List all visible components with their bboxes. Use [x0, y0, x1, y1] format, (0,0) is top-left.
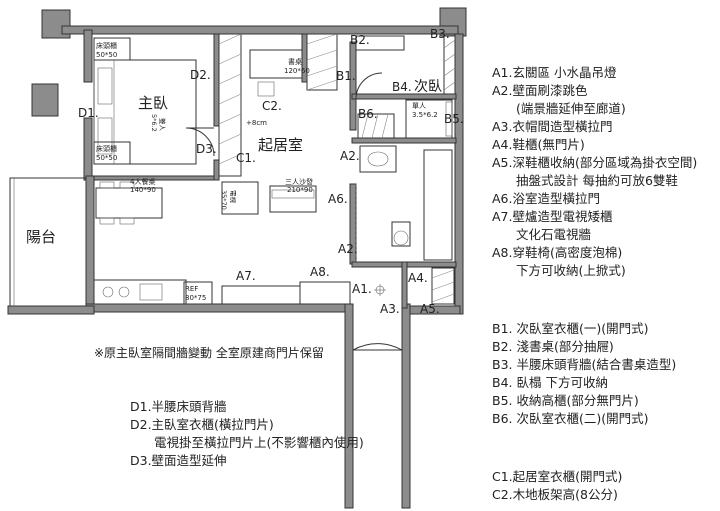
fireplace-tv-console [221, 285, 301, 305]
tag-b6: B6. [358, 107, 378, 121]
legend-d: D1.半腰床頭背牆 D2.主臥室衣櫃(橫拉門片) 電視掛至橫拉門片上(不影響櫃內… [130, 398, 364, 470]
legend-a7: A7.壁爐造型電視矮櫃 [492, 209, 613, 224]
tag-b1: B1. [336, 69, 356, 83]
tag-b3: B3. [430, 27, 450, 41]
nightstand-bottom [93, 141, 131, 165]
nightstand-top [93, 37, 131, 61]
wardrobe-b6-hatch [357, 113, 395, 139]
cabinet-b5-hatch [443, 35, 456, 95]
tag-a5: A5. [420, 302, 440, 316]
room-balcony: 陽台 [26, 228, 56, 246]
label-floor-note: +8cm [246, 119, 267, 127]
label-sofa: 三人沙發 [285, 177, 313, 186]
shallow-desk [355, 35, 405, 51]
legend-c1: C1.起居室衣櫃(開門式) [492, 469, 623, 484]
room-master: 主臥 [138, 94, 168, 112]
legend-b6: B6. 次臥室衣櫃(二)(開門式) [492, 411, 649, 426]
shoe-bench [299, 281, 351, 305]
plan-footnote: ※原主臥室隔間牆變動 全室原建商門片保留 [94, 345, 324, 360]
tag-c1: C1. [236, 151, 256, 165]
desk [249, 49, 303, 79]
balcony-outline [9, 177, 87, 307]
tag-a6: A6. [328, 192, 348, 206]
outer-walls [7, 7, 467, 509]
legend-b5: B5. 收納高櫃(部分無門片) [492, 393, 639, 408]
label-sofa-size: 210*90 [287, 186, 313, 194]
refrigerator [183, 281, 213, 305]
interior-walls [93, 33, 457, 309]
label-nightstand-top: 床頭櫃 [96, 41, 117, 50]
legend-d1: D1.半腰床頭背牆 [130, 399, 227, 414]
label-bed-master-size: 5*6.2 [150, 114, 158, 132]
label-nightstand-bottom-size: 50*50 [96, 154, 117, 162]
wardrobe-b1-hatch [306, 33, 338, 91]
label-ref-size: 80*75 [185, 294, 206, 302]
label-tv-size: 35*70 [220, 190, 228, 210]
tag-b2: B2. [350, 33, 370, 47]
label-dining-size: 140*90 [130, 186, 156, 194]
sofa [269, 185, 317, 213]
label-desk-size: 120*60 [284, 67, 310, 75]
tag-d3: D3. [196, 142, 217, 156]
label-nightstand-bottom: 床頭櫃 [96, 144, 117, 153]
legend-a7-note: 文化石電視牆 [516, 227, 592, 242]
tag-a4: A4. [408, 271, 428, 285]
legend-a8-note: 下方可收納(上掀式) [516, 263, 626, 278]
label-dining: 4人餐桌 [130, 177, 155, 186]
legend-b1: B1. 次臥室衣櫃(一)(開門式) [492, 321, 649, 336]
master-door-swing [185, 127, 215, 157]
chair [257, 81, 275, 97]
kitchen-counter [93, 279, 187, 305]
legend-d2: D2.主臥室衣櫃(橫拉門片) [130, 417, 274, 432]
shoe-cabinet-hatch [431, 267, 455, 305]
tag-c2: C2. [262, 99, 282, 113]
legend-d3: D3.壁面造型延伸 [130, 453, 227, 468]
legend-b: B1. 次臥室衣櫃(一)(開門式) B2. 淺書桌(部分抽屜) B3. 半腰床頭… [492, 320, 676, 428]
legend-a2-note: (端景牆延伸至廊道) [516, 101, 626, 116]
tag-d2: D2. [190, 68, 211, 82]
label-bed-master: 雙人 [158, 118, 167, 132]
legend-a2: A2.壁面刷漆跳色 [492, 83, 588, 98]
legend-c2: C2.木地板架高(8公分) [492, 487, 618, 502]
tag-a2-upper: A2. [340, 149, 360, 163]
tag-b5: B5. [444, 112, 464, 126]
wardrobe-d2-hatch [218, 33, 242, 177]
tag-a1: A1. [352, 282, 372, 296]
legend-a4: A4.鞋櫃(無門片) [492, 137, 585, 152]
tag-a7: A7. [236, 269, 256, 283]
tag-a8: A8. [310, 265, 330, 279]
tag-b4: B4. [392, 80, 412, 94]
legend-b4: B4. 臥榻 下方可收納 [492, 375, 608, 390]
room-second: 次臥 [414, 79, 442, 95]
legend-a5-note: 抽盤式設計 每抽約可放6雙鞋 [516, 173, 678, 188]
room-living: 起居室 [258, 136, 303, 154]
legend-a3: A3.衣帽間造型橫拉門 [492, 119, 613, 134]
legend-a6: A6.浴室造型橫拉門 [492, 191, 600, 206]
label-bed-single-size: 3.5*6.2 [412, 111, 438, 119]
label-nightstand-top-size: 50*50 [96, 51, 117, 59]
legend-d2-note: 電視掛至橫拉門片上(不影響櫃內使用) [154, 435, 364, 450]
legend-a: A1.玄關區 小水晶吊燈 A2.壁面刷漆跳色 (端景牆延伸至廊道) A3.衣帽間… [492, 64, 697, 280]
label-bed-single: 單人 [412, 102, 426, 110]
tag-a2-lower: A2. [338, 242, 358, 256]
legend-a5: A5.深鞋櫃收納(部分區域為掛衣空間) [492, 155, 698, 170]
tag-d1: D1. [78, 106, 99, 120]
legend-b3: B3. 半腰床頭背牆(結合書桌造型) [492, 357, 677, 372]
label-tv: 電視 [229, 190, 238, 204]
legend-a1: A1.玄關區 小水晶吊燈 [492, 65, 617, 80]
second-door-swing [355, 72, 383, 100]
legend-a8: A8.穿鞋椅(高密度泡棉) [492, 245, 623, 260]
tv-cabinet [221, 181, 259, 215]
bathroom-fixtures [355, 145, 453, 262]
label-ref: REF [185, 285, 198, 293]
legend-c: C1.起居室衣櫃(開門式) C2.木地板架高(8公分) [492, 468, 622, 504]
entry-door [352, 284, 403, 351]
legend-b2: B2. 淺書桌(部分抽屜) [492, 339, 614, 354]
label-desk: 書桌 [288, 57, 302, 66]
tag-a3: A3. [380, 302, 400, 316]
